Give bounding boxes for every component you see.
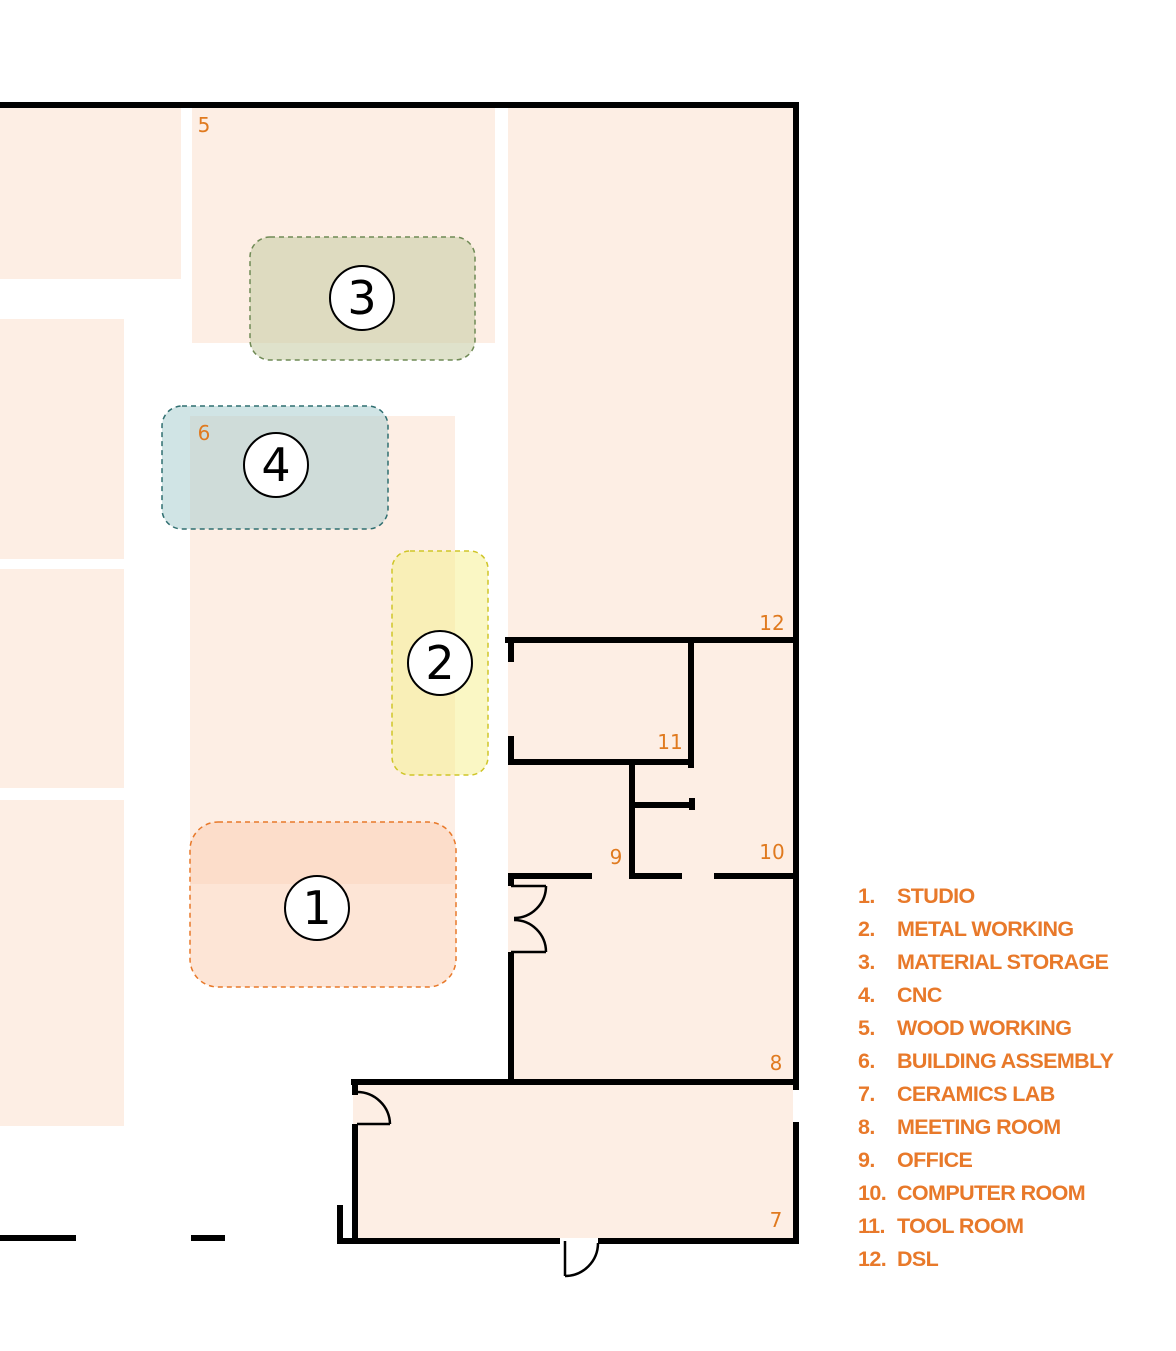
legend-number: 5. [858, 1016, 875, 1040]
zone-marker-3 [329, 265, 395, 331]
outer-wall [0, 102, 799, 1244]
legend-item: 8. MEETING ROOM [858, 1111, 1113, 1144]
door-ceramics-west [356, 1090, 392, 1126]
room-label-11: 11 [657, 730, 682, 754]
room-label-8: 8 [770, 1051, 783, 1075]
legend-number: 2. [858, 917, 875, 941]
legend-number: 11. [858, 1214, 886, 1238]
zone-marker-1-label: 1 [302, 881, 331, 935]
legend-item: 3. MATERIAL STORAGE [858, 946, 1113, 979]
room-label-12: 12 [759, 611, 784, 635]
room-label-7: 7 [770, 1208, 783, 1232]
zone-marker-4 [243, 432, 309, 498]
legend-item: 11. TOOL ROOM [858, 1210, 1113, 1243]
door-ceramics-south [563, 1241, 600, 1278]
legend-label: DSL [897, 1247, 939, 1271]
room-area-ceramics-lab [353, 1082, 793, 1238]
office-walls [629, 762, 695, 879]
room-area-meeting-room [508, 876, 793, 1082]
legend-item: 9. OFFICE [858, 1144, 1113, 1177]
legend-number: 6. [858, 1049, 875, 1073]
room-area-left-3 [0, 800, 124, 1126]
room-area-left-top [0, 107, 181, 279]
room-legend: 1. STUDIO 2. METAL WORKING 3. MATERIAL STOR… [858, 880, 1114, 1276]
legend-item: 6. BUILDING ASSEMBLY [858, 1045, 1114, 1078]
room-area-computer-room [632, 640, 793, 876]
legend-number: 9. [858, 1148, 875, 1172]
legend-label: CERAMICS LAB [897, 1082, 1055, 1106]
room-area-left-1 [0, 319, 124, 559]
legend-item: 1. STUDIO [858, 880, 1113, 913]
walls [0, 102, 799, 1244]
room-label-6: 6 [198, 421, 211, 445]
room-area-left-2 [0, 569, 124, 788]
legend-number: 12. [858, 1247, 887, 1271]
legend-label: MEETING ROOM [897, 1115, 1061, 1139]
room-label-10: 10 [759, 840, 784, 864]
zone-marker-1 [284, 875, 350, 941]
legend-number: 4. [858, 983, 875, 1007]
room-area-dsl [508, 107, 793, 640]
legend-label: BUILDING ASSEMBLY [897, 1049, 1114, 1073]
legend-number: 3. [858, 950, 875, 974]
legend-item: 7. CERAMICS LAB [858, 1078, 1113, 1111]
legend-item: 10. COMPUTER ROOM [858, 1177, 1113, 1210]
legend-item: 5. WOOD WORKING [858, 1012, 1113, 1045]
room-label-9: 9 [610, 845, 623, 869]
legend-item: 4. CNC [858, 979, 1113, 1012]
zone-marker-2-label: 2 [425, 636, 454, 690]
legend-number: 7. [858, 1082, 875, 1106]
legend-item: 12. DSL [858, 1243, 1113, 1276]
doors [356, 884, 600, 1278]
legend-label: CNC [897, 983, 942, 1007]
room-label-5: 5 [198, 113, 211, 137]
legend-number: 10. [858, 1181, 887, 1205]
legend-number: 1. [858, 884, 875, 908]
legend-item: 2. METAL WORKING [858, 913, 1113, 946]
legend-number: 8. [858, 1115, 875, 1139]
room-number-labels: 5 6 12 11 9 10 8 7 [198, 113, 785, 1232]
legend-label: TOOL ROOM [897, 1214, 1024, 1238]
room-area-office [508, 762, 632, 876]
legend-label: STUDIO [897, 884, 975, 908]
legend-label: METAL WORKING [897, 917, 1074, 941]
legend-label: OFFICE [897, 1148, 973, 1172]
legend-label: MATERIAL STORAGE [897, 950, 1109, 974]
tool-room-walls [508, 637, 694, 768]
legend-label: COMPUTER ROOM [897, 1181, 1086, 1205]
double-door-meeting-room [511, 884, 548, 954]
zone-marker-2 [407, 630, 473, 696]
zone-overlays [161, 236, 489, 988]
zone-markers: 1 2 3 4 [243, 265, 473, 941]
zone-marker-4-label: 4 [261, 438, 290, 492]
legend-label: WOOD WORKING [897, 1016, 1072, 1040]
zone-marker-3-label: 3 [347, 271, 376, 325]
